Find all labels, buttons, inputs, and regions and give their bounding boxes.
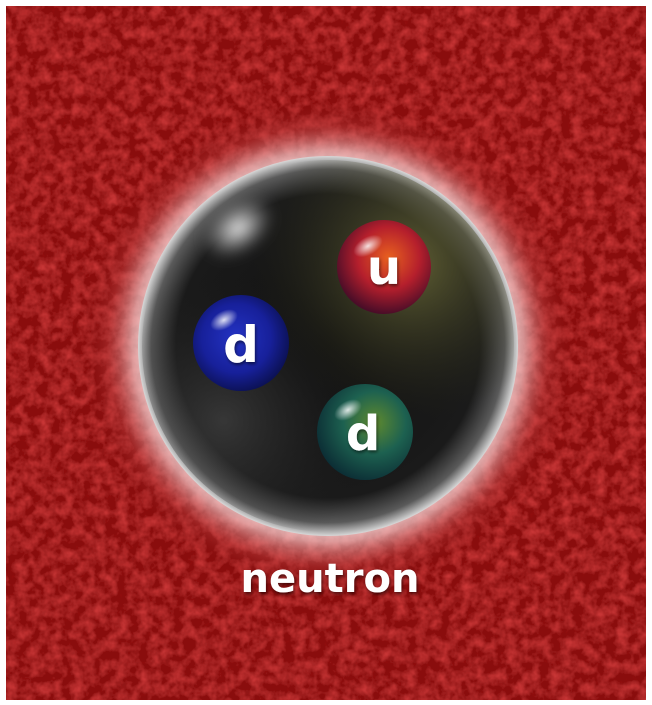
particle-label: neutron — [241, 556, 420, 602]
quark-down-blue-label: d — [223, 316, 259, 374]
quark-down-green-label: d — [346, 406, 380, 462]
quark-up: u — [337, 220, 431, 314]
quark-up-label: u — [367, 240, 401, 296]
neutron-diagram: u d d neutron — [6, 6, 646, 700]
quark-down-blue: d — [193, 295, 289, 391]
quark-down-green: d — [317, 384, 413, 480]
sphere-highlight — [200, 194, 276, 262]
diagram-frame: u d d neutron — [6, 6, 646, 700]
